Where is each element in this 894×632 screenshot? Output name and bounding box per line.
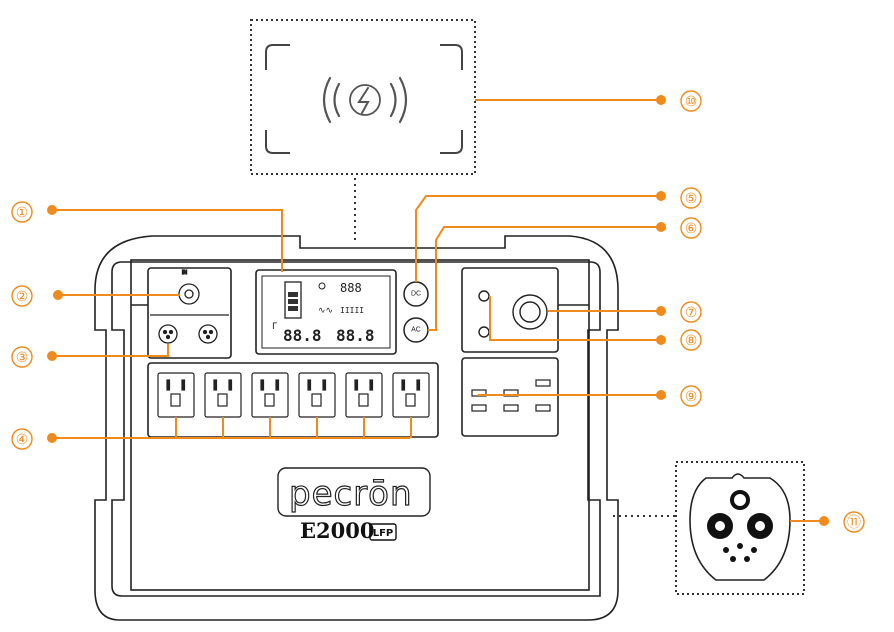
callout-2: ② <box>11 285 180 307</box>
callout-4: ④ <box>11 428 410 450</box>
svg-text:IIIII: IIIII <box>340 306 364 315</box>
ac-button[interactable]: AC <box>403 317 429 343</box>
ac-outlet <box>345 372 383 438</box>
callout-number: ⑩ <box>685 93 698 109</box>
wireless-charging-icon <box>322 76 408 124</box>
power-station-body <box>94 235 619 621</box>
callout-number-ring <box>680 329 702 351</box>
callout-7: ⑦ <box>548 301 702 323</box>
callout-6: ⑥ <box>428 217 702 331</box>
callout-5: ⑤ <box>415 187 702 282</box>
callout-number-ring <box>680 90 702 112</box>
svg-text:IN: IN <box>182 270 187 276</box>
brand-plate: pecrōn E2000 LFP <box>277 467 431 543</box>
ac-outlet <box>157 372 195 438</box>
callout-9: ⑨ <box>478 385 702 407</box>
model-name: E2000 <box>300 518 374 543</box>
callout-number-ring <box>11 201 33 223</box>
callout-1: ① <box>11 201 283 272</box>
callout-number-ring <box>843 511 865 533</box>
callouts: ① ② ③ ④ ⑤ ⑥ ⑦ ⑧ ⑨ ⑩ ⑪ <box>11 90 865 533</box>
ac-outlets <box>157 372 430 438</box>
ac-button-label: AC <box>411 327 421 334</box>
svg-text:∿∿: ∿∿ <box>318 306 333 316</box>
svg-text:888: 888 <box>340 281 362 295</box>
callout-number: ⑪ <box>847 514 861 530</box>
svg-text:88.8: 88.8 <box>336 326 375 345</box>
callout-number-ring <box>680 301 702 323</box>
callout-number: ① <box>16 204 29 220</box>
lfp-badge: LFP <box>373 528 394 539</box>
callout-number: ⑤ <box>685 190 698 206</box>
callout-number-ring <box>680 217 702 239</box>
lcd-display: 888 ∿∿ IIIII Γ 88.8 88.8 <box>261 275 391 349</box>
callout-number: ③ <box>16 349 29 365</box>
ac-outlet <box>204 372 242 438</box>
callout-number-ring <box>11 285 33 307</box>
callout-8: ⑧ <box>489 296 702 351</box>
brand-logo: pecrōn <box>289 474 413 514</box>
wireless-charging-pad <box>250 19 476 244</box>
ac-outlet <box>298 372 336 438</box>
dc-button[interactable]: DC <box>403 281 429 307</box>
callout-number: ② <box>16 288 29 304</box>
callout-number: ⑥ <box>685 220 698 236</box>
callout-number: ⑧ <box>685 332 698 348</box>
callout-number: ⑨ <box>685 388 698 404</box>
ac-outlet <box>392 372 430 438</box>
callout-number: ④ <box>16 431 29 447</box>
callout-number-ring <box>680 187 702 209</box>
dc-button-label: DC <box>411 291 421 298</box>
ev-charging-port-detail <box>613 461 805 595</box>
callout-11: ⑪ <box>790 511 865 533</box>
callout-10: ⑩ <box>475 90 702 112</box>
callout-number-ring <box>11 428 33 450</box>
ac-outlet <box>251 372 289 438</box>
usb-ports <box>471 379 551 412</box>
callout-number: ⑦ <box>685 304 698 320</box>
ev-charging-port-icon <box>689 473 791 581</box>
dc-input-port: IN <box>150 269 229 344</box>
callout-number-ring <box>11 346 33 368</box>
svg-text:88.8: 88.8 <box>283 326 322 345</box>
callout-3: ③ <box>11 344 169 368</box>
svg-text:Γ: Γ <box>272 322 277 332</box>
callout-number-ring <box>680 385 702 407</box>
